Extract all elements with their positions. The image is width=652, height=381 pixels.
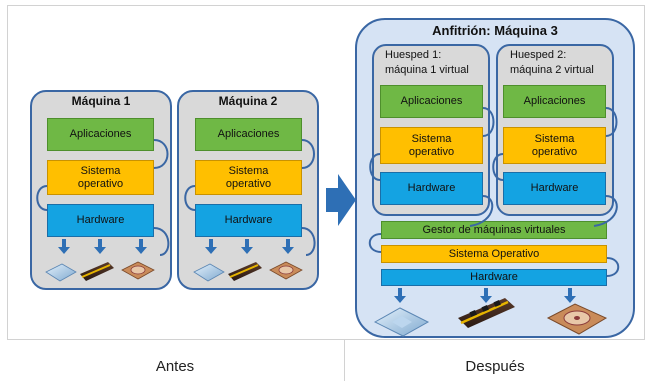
host-operating-system-layer: Sistema Operativo (381, 245, 607, 263)
machine-1-os-line1: Sistema (80, 164, 121, 177)
machine-2-title: Máquina 2 (218, 94, 278, 108)
machine-1-connectors (36, 139, 170, 256)
diagram-frame (7, 5, 645, 340)
host-harddrive-icon (546, 303, 608, 335)
host-down-arrows (394, 288, 576, 303)
guest-1-title-line2: máquina 1 virtual (385, 64, 469, 76)
guest-2-os-line1: Sistema (534, 132, 575, 145)
guest-1-title: Huesped 1: máquina 1 virtual (385, 48, 489, 78)
guest-2-os-line2: operativo (531, 145, 578, 158)
machine-2-down-arrows (205, 239, 294, 254)
transition-arrow (326, 174, 356, 226)
caption-before: Antes (155, 357, 195, 375)
machine-1-down-arrows (58, 239, 147, 254)
host-ram-icon (458, 298, 515, 328)
guest-1-hardware: Hardware (380, 172, 483, 205)
machine-2-applications: Aplicaciones (195, 118, 302, 151)
host-cpu-icon (373, 307, 430, 337)
guest-1-os-line2: operativo (408, 145, 455, 158)
machine-1-operating-system: Sistema operativo (47, 160, 154, 195)
machine-2-operating-system: Sistema operativo (195, 160, 302, 195)
machine-1-applications: Aplicaciones (47, 118, 154, 151)
machine-1-os-line2: operativo (77, 177, 124, 190)
host-connectors (368, 233, 620, 277)
guest-2-title-line1: Huesped 2: (510, 49, 567, 61)
machine-2-harddrive-icon (269, 261, 303, 280)
machine-2-cpu-icon (193, 263, 225, 282)
guest-2-title: Huesped 2: máquina 2 virtual (510, 48, 614, 78)
guest-2-operating-system: Sistema operativo (503, 127, 606, 164)
guest-1-os-line1: Sistema (411, 132, 452, 145)
machine-2-os-line2: operativo (225, 177, 272, 190)
guest-1-title-line1: Huesped 1: (385, 49, 442, 61)
host-title: Anfitrión: Máquina 3 (432, 22, 558, 38)
guest-2-connectors (492, 107, 618, 227)
guest-1-operating-system: Sistema operativo (380, 127, 483, 164)
machine-1-title: Máquina 1 (71, 94, 131, 108)
machine-2-ram-icon (228, 262, 262, 281)
caption-after: Después (465, 357, 525, 375)
guest-1-connectors (369, 107, 495, 227)
machine-1-ram-icon (80, 262, 114, 281)
host-hardware-layer: Hardware (381, 269, 607, 286)
machine-2-os-line1: Sistema (228, 164, 269, 177)
hypervisor-layer: Gestor de máquinas virtuales (381, 221, 607, 239)
divider-line (344, 340, 345, 381)
machine-2-connectors (184, 139, 316, 256)
machine-2-hardware: Hardware (195, 204, 302, 237)
machine-1-hardware: Hardware (47, 204, 154, 237)
guest-2-title-line2: máquina 2 virtual (510, 64, 594, 76)
machine-1-harddrive-icon (121, 261, 155, 280)
guest-2-applications: Aplicaciones (503, 85, 606, 118)
guest-2-hardware: Hardware (503, 172, 606, 205)
guest-1-applications: Aplicaciones (380, 85, 483, 118)
machine-1-cpu-icon (45, 263, 77, 282)
